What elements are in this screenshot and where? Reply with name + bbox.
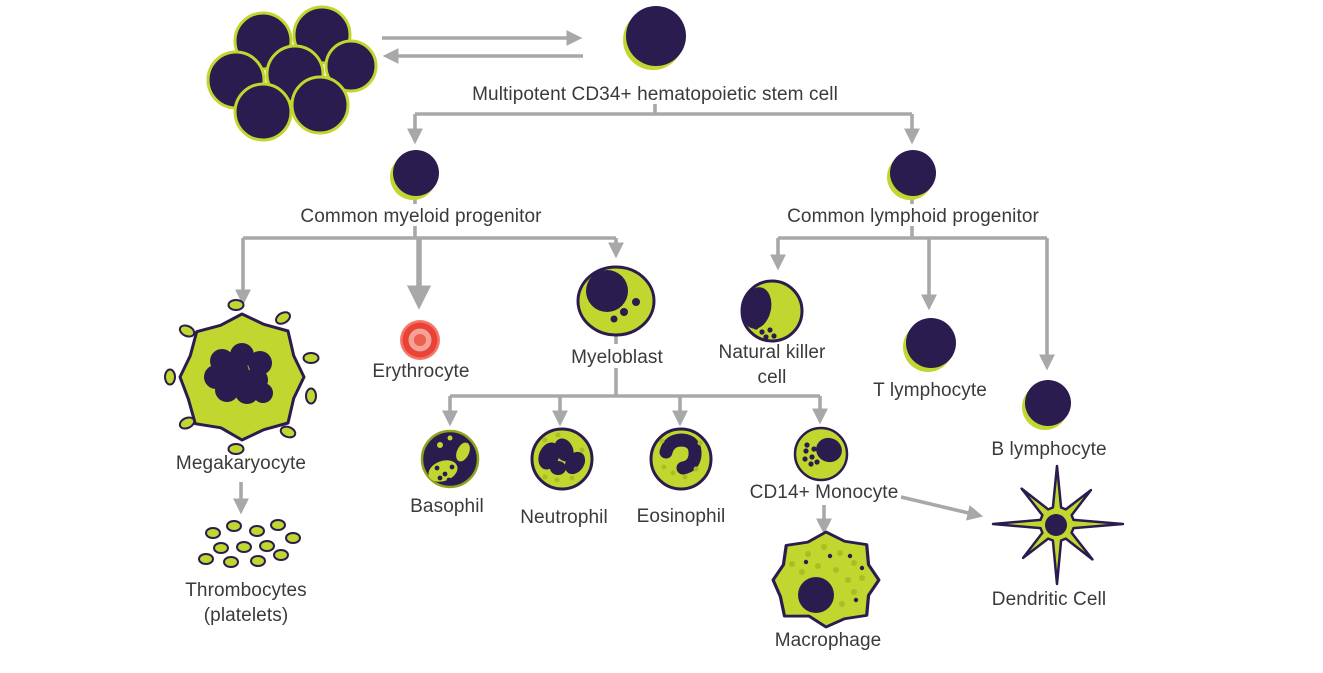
label-dendritic-cell: Dendritic Cell: [991, 589, 1107, 610]
label-lymphoid-progenitor: Common lymphoid progenitor: [787, 206, 1039, 227]
label-eosinophil: Eosinophil: [636, 506, 726, 527]
label-macrophage: Macrophage: [774, 630, 882, 651]
label-b-lymphocyte: B lymphocyte: [991, 439, 1107, 460]
stem-cell-graphic: [623, 6, 686, 70]
label-monocyte: CD14+ Monocyte: [749, 482, 899, 503]
erythrocyte-graphic: [400, 320, 440, 360]
label-erythrocyte: Erythrocyte: [372, 361, 470, 382]
platelet-buds: [164, 299, 320, 455]
label-stem-cell: Multipotent CD34+ hematopoietic stem cel…: [472, 84, 838, 105]
arrows: [233, 30, 1055, 535]
label-myeloblast: Myeloblast: [571, 347, 663, 368]
neutrophil-graphic: [530, 427, 594, 491]
label-neutrophil: Neutrophil: [520, 507, 608, 528]
monocyte-graphic: [793, 426, 849, 482]
label-megakaryocyte: Megakaryocyte: [175, 453, 307, 474]
nk-cell-graphic: [740, 279, 804, 343]
myeloblast-branch-line: [450, 336, 820, 398]
megakaryocyte-graphic: [164, 299, 320, 455]
eosinophil-graphic: [649, 427, 713, 491]
label-nk-cell: Natural killer cell: [718, 342, 826, 388]
label-t-lymphocyte: T lymphocyte: [873, 380, 987, 401]
dendritic-cell-graphic: [991, 464, 1125, 586]
t-lymphocyte-graphic: [903, 318, 956, 372]
thrombocytes-graphic: [198, 519, 301, 568]
stem-branch-line: [415, 104, 912, 116]
arrow-monocyte-to-dendritic: [900, 495, 984, 521]
myeloid-progenitor-graphic: [390, 150, 439, 200]
label-basophil: Basophil: [410, 496, 484, 517]
stem-cell-colony-graphic: [206, 5, 378, 142]
b-lymphocyte-graphic: [1022, 380, 1071, 430]
lymphoid-progenitor-graphic: [887, 150, 936, 200]
macrophage-graphic: [771, 530, 881, 629]
myeloblast-graphic: [576, 265, 656, 337]
basophil-graphic: [420, 429, 480, 489]
label-thrombocytes: Thrombocytes (platelets): [185, 580, 307, 626]
label-myeloid-progenitor: Common myeloid progenitor: [300, 206, 542, 227]
